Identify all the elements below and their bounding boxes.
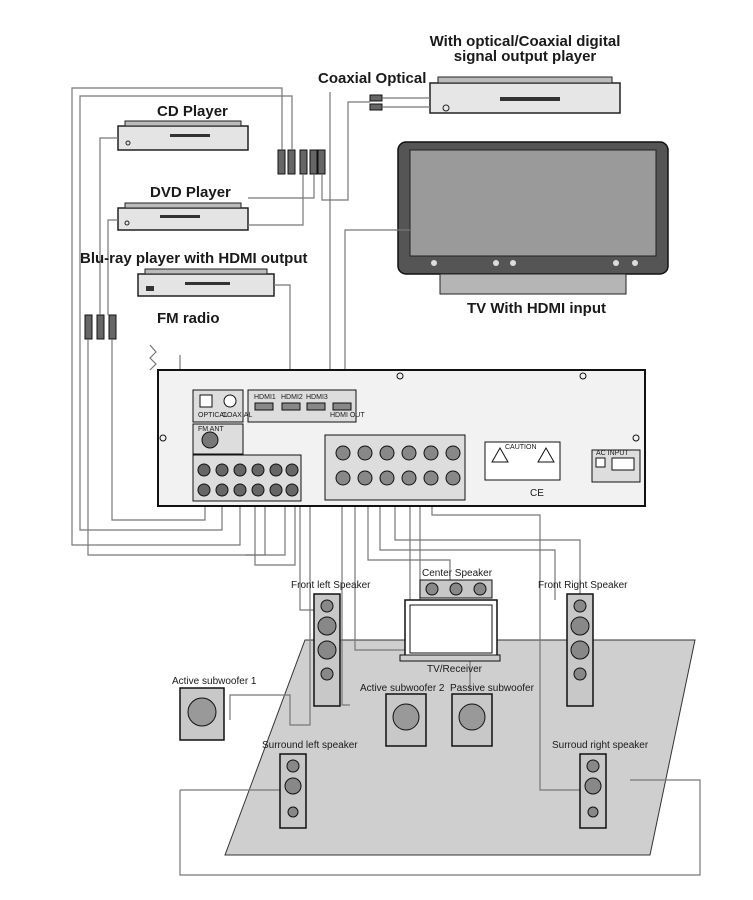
ac-input-label: AC INPUT <box>596 450 629 457</box>
hdmi-out-label: HDMI OUT <box>330 412 365 419</box>
optical-player <box>429 76 621 114</box>
coaxial-jack-label: COAXIAL <box>222 412 253 419</box>
tv-receiver-room <box>399 599 501 662</box>
rca-connectors-top <box>277 149 326 175</box>
front-right-speaker <box>566 593 594 707</box>
active-subwoofer-1 <box>179 687 225 741</box>
center-speaker-label: Center Speaker <box>422 568 493 579</box>
rca-connectors-left <box>84 314 117 340</box>
bluray-player-label: Blu-ray player with HDMI output <box>80 250 308 267</box>
hdmi2-label: HDMI2 <box>281 394 303 401</box>
surround-left-label: Surround left speaker <box>262 740 358 751</box>
passive-sub-label: Passive subwoofer <box>450 683 534 694</box>
center-speaker <box>419 579 493 599</box>
cd-player-label: CD Player <box>157 103 228 120</box>
receiver-panel <box>157 369 646 507</box>
dvd-player-label: DVD Player <box>150 184 231 201</box>
front-left-speaker <box>313 593 341 707</box>
active-sub1-label: Active subwoofer 1 <box>172 676 257 687</box>
coaxial-optical-label: Coaxial Optical <box>318 70 427 87</box>
active-sub2-label: Active subwoofer 2 <box>360 683 445 694</box>
front-left-label: Front left Speaker <box>291 580 371 591</box>
optical-player-label: With optical/Coaxial digital signal outp… <box>429 33 621 65</box>
surround-right-label: Surroud right speaker <box>552 740 649 751</box>
fm-ant-label: FM ANT <box>198 426 224 433</box>
passive-subwoofer <box>451 693 493 747</box>
surround-right-speaker <box>579 753 607 829</box>
optical-plug <box>369 94 383 111</box>
hdmi1-label: HDMI1 <box>254 394 276 401</box>
surround-left-speaker <box>279 753 307 829</box>
bluray-player <box>137 268 275 297</box>
optical-jack-label: OPTICAL <box>198 412 228 419</box>
tv <box>397 141 669 295</box>
warning-label: CAUTION <box>505 444 537 451</box>
tv-receiver-label: TV/Receiver <box>427 664 483 675</box>
tv-hdmi-label: TV With HDMI input <box>467 300 606 317</box>
hdmi3-label: HDMI3 <box>306 394 328 401</box>
dvd-player <box>117 202 249 231</box>
ce-mark: CE <box>530 488 544 499</box>
cd-player <box>117 120 249 151</box>
fm-radio-label: FM radio <box>157 310 220 327</box>
active-subwoofer-2 <box>385 693 427 747</box>
front-right-label: Front Right Speaker <box>538 580 628 591</box>
